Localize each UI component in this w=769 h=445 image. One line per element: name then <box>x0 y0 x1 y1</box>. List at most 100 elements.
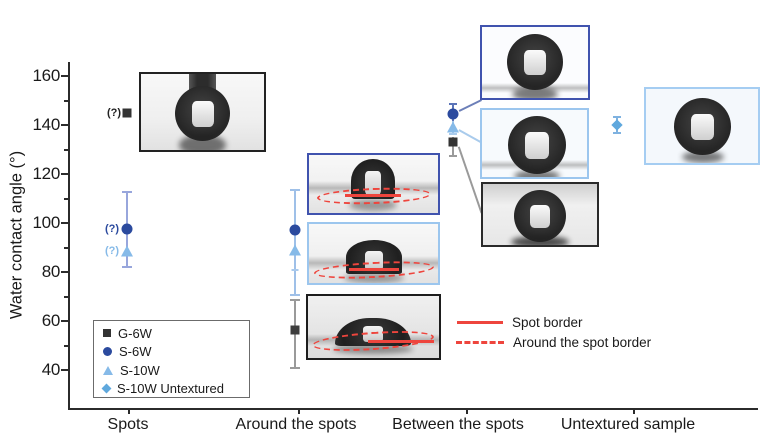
y-tick <box>61 222 69 224</box>
data-point-s6w-spots <box>121 223 133 235</box>
droplet-photo-between-s6w <box>480 25 590 100</box>
spot-border-line <box>349 268 399 271</box>
x-tick <box>128 409 130 414</box>
droplet-highlight <box>363 326 383 342</box>
error-bar-cap <box>613 116 621 118</box>
x-category-label: Around the spots <box>235 416 357 433</box>
y-tick-label: 100 <box>32 213 61 232</box>
series-legend: G-6W S-6W S-10W S-10W Untextured <box>93 320 250 398</box>
inset-connector-line <box>458 99 482 112</box>
data-point-g6w-around <box>290 325 300 335</box>
solid-red-line-icon <box>457 321 503 324</box>
droplet <box>514 190 566 242</box>
error-bar <box>452 137 454 156</box>
droplet-highlight <box>529 204 551 229</box>
square-marker-icon <box>103 329 111 338</box>
legend-item-around-spot-border: Around the spot border <box>456 335 651 350</box>
inset-connector-line <box>458 146 483 214</box>
diamond-marker-icon <box>101 383 112 394</box>
error-bar-cap <box>290 189 300 191</box>
x-category-label: Untextured sample <box>560 416 696 433</box>
droplet <box>674 98 731 155</box>
droplet <box>507 34 563 90</box>
error-bar-cap <box>291 269 299 271</box>
spot-border-line <box>368 340 434 343</box>
data-point-s10w-spots <box>121 245 133 257</box>
data-point-s10w-around <box>289 244 301 256</box>
y-minor-tick <box>64 345 69 347</box>
droplet <box>508 116 566 174</box>
data-point-s6w-between <box>447 108 459 120</box>
annotation-question: (?) <box>104 223 119 235</box>
legend-item-s10w-untextured: S-10W Untextured <box>101 380 249 399</box>
droplet-photo-between-s10w <box>480 108 589 179</box>
droplet-reflection <box>514 170 560 177</box>
y-tick-label: 60 <box>41 311 61 330</box>
annotation-question: (?) <box>104 245 119 257</box>
error-bar-cap <box>613 132 621 134</box>
error-bar-cap <box>122 266 132 268</box>
droplet <box>351 159 395 199</box>
y-minor-tick <box>64 247 69 249</box>
dashed-red-line-icon <box>456 341 504 344</box>
legend-item-g6w: G-6W <box>103 324 249 343</box>
data-point-s6w-around <box>289 224 301 236</box>
droplet-highlight <box>523 49 547 76</box>
droplet-highlight <box>191 101 214 127</box>
droplet-photo-untextured <box>644 87 760 165</box>
legend-label: S-6W <box>119 344 152 360</box>
legend-item-s6w: S-6W <box>103 343 249 362</box>
legend-item-s10w: S-10W <box>103 361 249 380</box>
error-bar-cap <box>122 191 132 193</box>
error-bar-cap <box>449 133 457 135</box>
spot-border-line <box>345 194 401 197</box>
x-tick <box>633 409 635 414</box>
droplet-highlight <box>365 171 381 195</box>
droplet-reflection <box>344 273 404 283</box>
error-bar <box>294 190 296 295</box>
droplet-photo-around-s6w <box>307 153 440 215</box>
droplet-reflection <box>179 134 226 150</box>
x-category-label: Between the spots <box>392 416 524 433</box>
y-tick-label: 120 <box>32 164 61 183</box>
y-axis-line <box>68 62 70 409</box>
y-tick <box>61 75 69 77</box>
droplet-reflection <box>682 151 724 163</box>
droplet <box>175 86 230 141</box>
legend-label: Around the spot border <box>513 335 652 350</box>
droplet-reflection <box>512 87 558 98</box>
inset-connector-line <box>458 129 482 143</box>
y-minor-tick <box>64 198 69 200</box>
droplet-highlight <box>525 132 549 159</box>
x-tick <box>466 409 468 414</box>
droplet-reflection <box>349 199 397 211</box>
y-tick <box>61 124 69 126</box>
legend-label: S-10W <box>120 362 160 378</box>
droplet-photo-spots <box>139 72 266 152</box>
y-tick-label: 80 <box>41 262 61 281</box>
legend-label: Spot border <box>512 315 583 330</box>
x-axis-line <box>68 408 758 410</box>
error-bar-cap <box>449 155 457 157</box>
x-category-label: Spots <box>107 416 149 433</box>
error-bar-cap <box>449 103 457 105</box>
error-bar-cap <box>290 299 300 301</box>
y-tick <box>61 271 69 273</box>
y-tick-label: 160 <box>32 66 61 85</box>
annotation-question: (?) <box>106 107 121 119</box>
legend-label: G-6W <box>118 325 152 341</box>
droplet-photo-around-g6w <box>306 294 441 360</box>
y-tick-label: 140 <box>32 115 61 134</box>
x-tick <box>298 409 300 414</box>
error-bar-cap <box>290 294 300 296</box>
legend-item-spot-border: Spot border <box>457 315 583 330</box>
error-bar-cap <box>290 367 300 369</box>
y-minor-tick <box>64 296 69 298</box>
y-tick <box>61 369 69 371</box>
droplet-photo-around-s10w <box>307 222 440 285</box>
circle-marker-icon <box>103 347 112 357</box>
legend-label: S-10W Untextured <box>117 381 224 397</box>
y-tick <box>61 320 69 322</box>
y-minor-tick <box>64 149 69 151</box>
